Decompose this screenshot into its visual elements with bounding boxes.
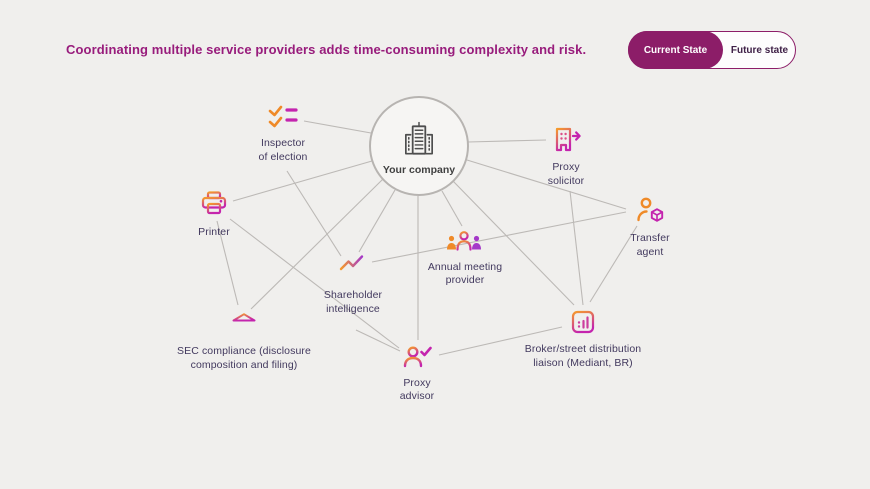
current-state-button[interactable]: Current State <box>628 31 723 69</box>
edge-shareholder-intelligence-proxy-advisor <box>355 329 401 352</box>
edge-your-company-printer <box>232 160 373 202</box>
node-proxy-solicitor: Proxy solicitor <box>471 125 661 188</box>
node-label: Broker/street distribution liaison (Medi… <box>524 343 642 369</box>
node-sec-compliance: SEC compliance (disclosure composition a… <box>149 311 339 372</box>
edge-printer-proxy-advisor <box>229 218 400 349</box>
person-cube-icon <box>634 196 666 224</box>
edge-your-company-shareholder-intelligence <box>358 189 396 253</box>
printer-icon <box>200 190 228 218</box>
person-check-icon <box>402 344 432 369</box>
node-label: Shareholder intelligence <box>323 289 383 315</box>
building-arrow-icon <box>550 125 583 153</box>
edge-printer-sec-compliance <box>216 220 239 306</box>
edge-your-company-annual-meeting-provider <box>441 190 463 227</box>
chart-growth-icon <box>338 253 368 282</box>
node-annual-meeting-provider: Annual meeting provider <box>370 230 560 288</box>
future-state-button[interactable]: Future state <box>724 32 795 68</box>
edge-inspector-of-election-shareholder-intelligence <box>286 170 342 257</box>
edge-your-company-proxy-solicitor <box>467 139 547 143</box>
chart-card-icon <box>570 309 596 335</box>
edge-your-company-inspector-of-election <box>303 120 372 134</box>
node-label: Proxy advisor <box>399 376 435 403</box>
company-building-icon <box>399 121 439 159</box>
page-title: Coordinating multiple service providers … <box>66 42 587 57</box>
edge-your-company-sec-compliance <box>250 178 384 310</box>
edge-your-company-broker-street-distribution <box>451 179 575 306</box>
node-label: SEC compliance (disclosure composition a… <box>177 345 311 371</box>
node-proxy-advisor: Proxy advisor <box>322 344 512 404</box>
edge-your-company-transfer-agent <box>466 159 627 210</box>
people-group-icon <box>446 230 484 253</box>
center-node-label: Your company <box>382 163 456 176</box>
edge-proxy-solicitor-broker-street-distribution <box>569 190 584 306</box>
bank-icon <box>230 311 258 337</box>
checklist-icon <box>267 103 299 129</box>
node-broker-street-distribution: Broker/street distribution liaison (Medi… <box>488 309 678 370</box>
state-toggle: Current State Future state <box>628 31 796 69</box>
node-inspector-of-election: Inspector of election <box>188 103 378 164</box>
node-label: Transfer agent <box>630 232 670 258</box>
edge-shareholder-intelligence-transfer-agent <box>371 211 627 263</box>
node-printer: Printer <box>119 190 309 240</box>
node-label: Annual meeting provider <box>427 260 503 287</box>
node-your-company: Your company <box>369 96 469 196</box>
node-label: Inspector of election <box>258 137 308 163</box>
edge-transfer-agent-broker-street-distribution <box>589 225 638 303</box>
node-label: Proxy solicitor <box>547 161 585 187</box>
node-shareholder-intelligence: Shareholder intelligence <box>258 253 448 316</box>
node-transfer-agent: Transfer agent <box>555 196 745 259</box>
edge-proxy-advisor-broker-street-distribution <box>438 326 563 356</box>
node-label: Printer <box>198 226 230 238</box>
